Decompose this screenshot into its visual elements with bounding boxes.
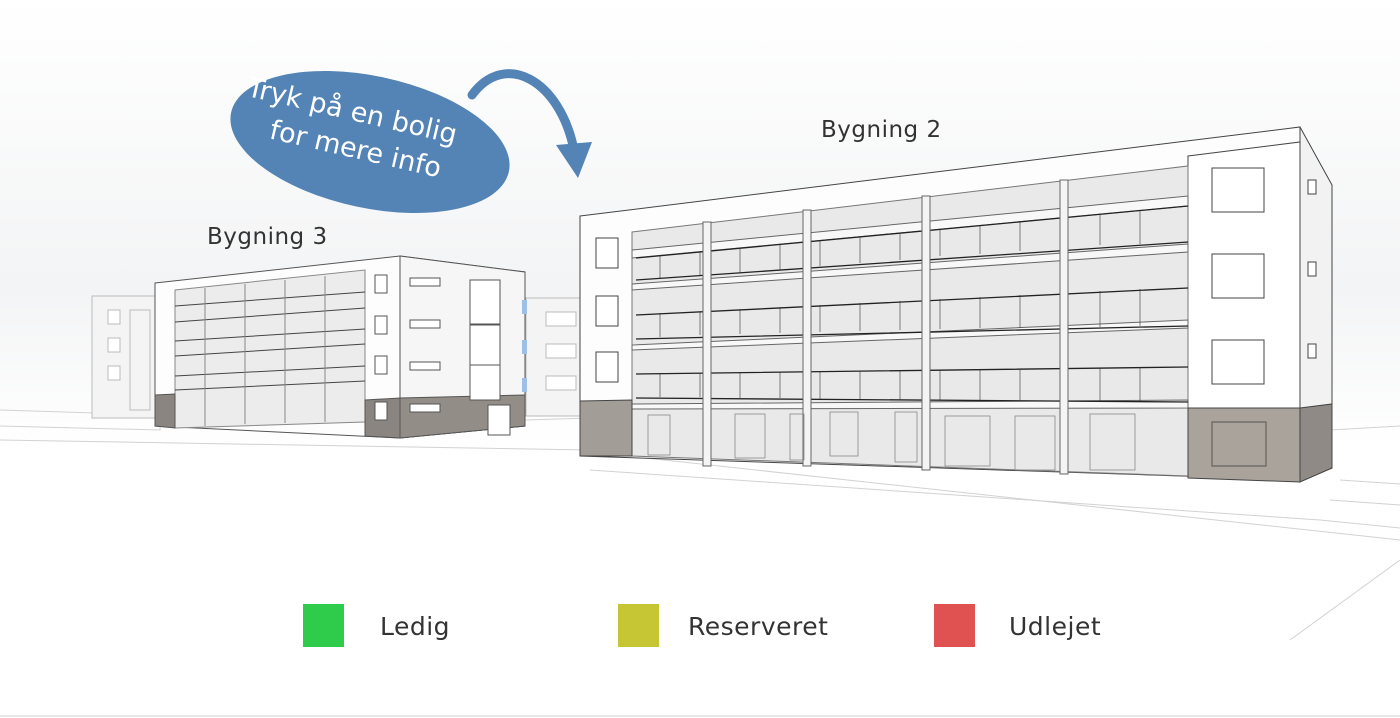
building-2 [579,126,1333,483]
callout-bubble [230,69,592,213]
background-building-left [91,295,157,419]
legend-label-reserveret: Reserveret [688,612,829,641]
ground-lines [0,409,1400,717]
legend-label-udlejet: Udlejet [1009,612,1102,641]
legend-swatch-udlejet [934,604,975,647]
building-3 [154,255,527,439]
legend-swatch-ledig [303,604,344,647]
building-3-label[interactable]: Bygning 3 [207,224,328,250]
arrow-head-icon [556,142,592,178]
legend-label-ledig: Ledig [380,612,451,641]
legend-swatch-reserveret [618,604,659,647]
background-building-middle [525,297,585,417]
building-2-label[interactable]: Bygning 2 [821,117,942,143]
callout-arrow [467,69,579,155]
